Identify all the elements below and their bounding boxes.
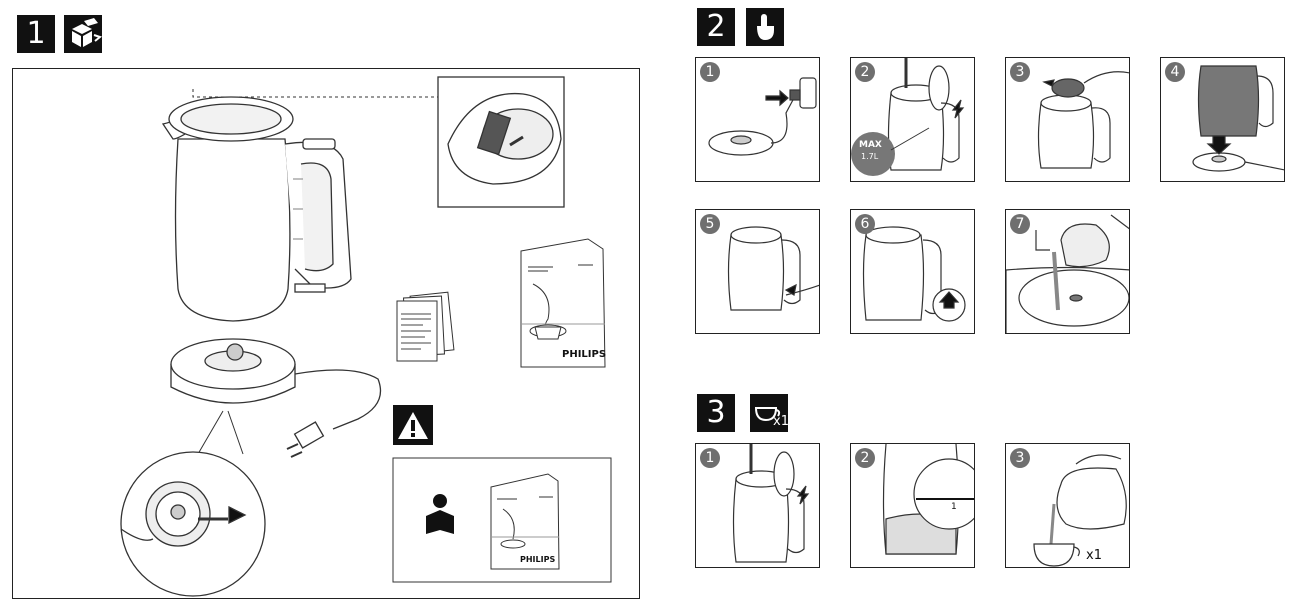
- step-number: 7: [1010, 214, 1030, 234]
- switch-on-illustration: [727, 226, 819, 311]
- step-3-1-panel: 1: [695, 443, 820, 568]
- pour-water-illustration: [1033, 454, 1127, 567]
- step-number: 2: [855, 62, 875, 82]
- booklet-brand-label-small: PHILIPS: [520, 555, 556, 564]
- step-2-7-panel: 7: [1005, 209, 1130, 334]
- step-2-3-panel: 3: [1005, 57, 1130, 182]
- max-badge-line2: 1.7L: [861, 152, 879, 161]
- quick-start-leaflets: [396, 291, 455, 362]
- cup-icon: [750, 394, 788, 432]
- pointing-hand-icon: [746, 8, 784, 46]
- step-3-3-panel: 3 x1: [1005, 443, 1130, 568]
- cup-icon-count: x1: [773, 414, 789, 429]
- booklet-brand-label: PHILIPS: [562, 349, 607, 360]
- step-number: 4: [1165, 62, 1185, 82]
- step-2-4-panel: 4: [1160, 57, 1285, 182]
- pour-count: x1: [1086, 548, 1102, 563]
- section-3-number: 3: [697, 394, 735, 432]
- section-1-panel: PHILIPS PHILIPS: [12, 68, 640, 599]
- step-number: 3: [1010, 62, 1030, 82]
- section-1-number: 1: [17, 15, 55, 53]
- water-level-illustration: [882, 444, 974, 555]
- step-number: 6: [855, 214, 875, 234]
- step-2-5-panel: 5: [695, 209, 820, 334]
- user-manual-booklet: [520, 238, 606, 368]
- rinse-kettle-illustration: [1006, 214, 1129, 333]
- reading-person-icon: [426, 494, 454, 534]
- step-3-2-panel: 2 1: [850, 443, 975, 568]
- max-badge-line1: MAX: [859, 140, 882, 150]
- user-manual-booklet-small: [490, 473, 560, 570]
- step-number: 1: [700, 62, 720, 82]
- step-2-1-panel: 1: [695, 57, 820, 182]
- base-illustration: [170, 338, 382, 458]
- place-on-base-illustration: [1192, 65, 1284, 172]
- plug-in-base-illustration: [708, 77, 817, 156]
- section-2-number: 2: [697, 8, 735, 46]
- one-cup-level-mark: 1: [951, 502, 957, 512]
- lid-detail-inset: [437, 76, 565, 208]
- fill-kettle-illustration: [887, 58, 965, 171]
- step-number: 5: [700, 214, 720, 234]
- step-2-2-panel: 2 MAX 1.7L: [850, 57, 975, 182]
- kettle-illustration: [161, 96, 352, 322]
- step-number: 2: [855, 448, 875, 468]
- switch-off-illustration: [862, 226, 966, 322]
- fill-one-cup-illustration: [732, 444, 810, 563]
- cord-detail-illustration: [120, 451, 266, 597]
- step-2-6-panel: 6: [850, 209, 975, 334]
- unbox-icon: [64, 15, 102, 53]
- warning-icon: [398, 412, 428, 439]
- close-lid-illustration: [1037, 71, 1129, 169]
- step-number: 1: [700, 448, 720, 468]
- step-number: 3: [1010, 448, 1030, 468]
